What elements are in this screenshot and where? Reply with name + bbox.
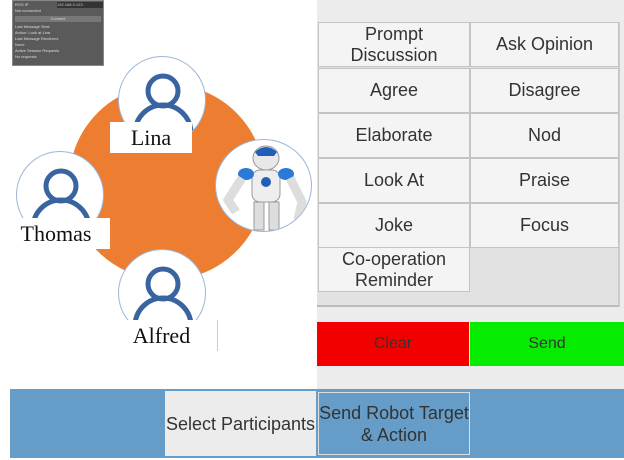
robot-icon [222,145,307,231]
ip-label: ROS IP [15,2,29,7]
bottom-bar [10,389,624,458]
connect-button[interactable]: Connect [15,16,101,22]
send-robot-target-action-button[interactable]: Send Robot Target & Action [318,392,470,455]
person-icon [132,73,194,134]
connection-status: Not connected [15,8,41,13]
action-button-elaborate[interactable]: Elaborate [318,113,470,158]
ip-input[interactable]: 192.168.0.123 [57,2,103,8]
participant-label: Alfred [106,320,218,351]
clear-button[interactable]: Clear [317,322,469,366]
status-panel: ROS IP 192.168.0.123 Not connected Conne… [12,0,104,66]
requests-label: Active Session Requests [15,48,60,53]
action-button-nod[interactable]: Nod [470,113,619,158]
action-button-agree[interactable]: Agree [318,68,470,113]
send-button[interactable]: Send [470,322,624,366]
action-button-praise[interactable]: Praise [470,158,619,203]
action-button-focus[interactable]: Focus [470,203,619,248]
person-icon [30,168,92,229]
last-received-label: Last Message Received: [15,36,59,41]
participant-label: Lina [110,122,192,153]
last-received-value: None [15,42,25,47]
action-button-disagree[interactable]: Disagree [470,68,619,113]
person-icon [132,266,194,327]
select-participants-button[interactable]: Select Participants [165,391,316,456]
action-button-co-operation-reminder[interactable]: Co-operation Reminder [318,247,470,292]
action-button-prompt-discussion[interactable]: Prompt Discussion [318,22,470,67]
requests-value: No requests [15,54,37,59]
last-sent-label: Last Message Sent: [15,24,51,29]
participant-label: Thomas [2,218,110,249]
action-button-joke[interactable]: Joke [318,203,470,248]
action-button-ask-opinion[interactable]: Ask Opinion [470,22,619,67]
last-sent-value: Action: Look at Lina [15,30,51,35]
action-button-look-at[interactable]: Look At [318,158,470,203]
robot-target[interactable] [215,139,312,232]
